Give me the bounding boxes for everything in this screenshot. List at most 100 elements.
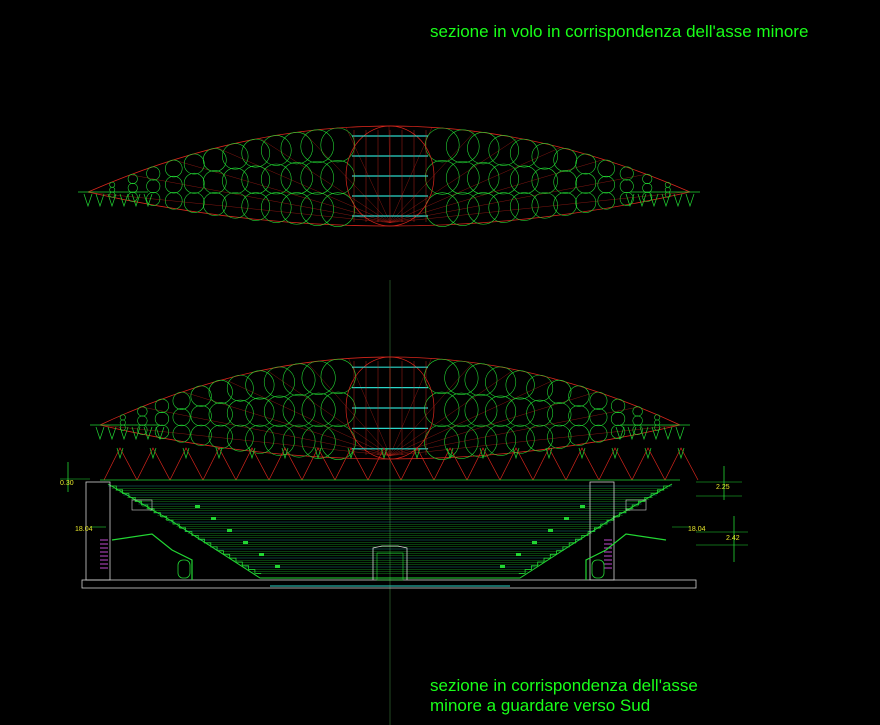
roof-cushion xyxy=(282,363,316,397)
roof-edge-support xyxy=(155,426,165,441)
roof-cushion xyxy=(424,424,460,460)
roof-cushion xyxy=(245,370,275,400)
roof-cushion xyxy=(190,405,212,427)
roof-cushion xyxy=(263,366,296,398)
roof-cushion xyxy=(597,192,616,210)
roof-edge-support xyxy=(637,193,647,208)
perimeter-truss xyxy=(103,447,138,481)
roof-cushion xyxy=(547,424,572,449)
perimeter-truss xyxy=(202,447,237,481)
roof-cushion xyxy=(664,186,671,193)
perimeter-column xyxy=(589,481,615,581)
stepped-stand-edge xyxy=(110,485,262,574)
roof-cushion xyxy=(488,135,520,166)
roof-cushion xyxy=(589,408,608,427)
roof-cable xyxy=(216,147,391,223)
roof-cushion xyxy=(137,415,148,426)
roof-cushion xyxy=(222,192,249,219)
perimeter-truss xyxy=(664,447,699,481)
roof-cushion xyxy=(484,395,517,427)
roof-cushion xyxy=(610,424,626,439)
roof-edge-support xyxy=(107,193,117,208)
roof-edge-support xyxy=(95,426,105,441)
concourse-room xyxy=(131,499,153,511)
roof-edge-support xyxy=(661,193,671,208)
roof-cushion xyxy=(632,406,643,417)
roof-cushion xyxy=(610,398,626,413)
roof-cushion xyxy=(632,415,643,426)
roof-cable xyxy=(389,358,432,456)
roof-cushion xyxy=(575,172,597,194)
roof-cushion xyxy=(568,405,590,427)
roof-cushion xyxy=(320,424,356,460)
roof-edge-support xyxy=(663,426,673,441)
roof-cushion xyxy=(119,419,126,426)
roof-cushion xyxy=(547,402,572,427)
roof-cable xyxy=(389,406,639,456)
roof-cushion xyxy=(575,192,597,213)
roof-cushion xyxy=(488,163,520,195)
roof-cable xyxy=(307,362,391,456)
roof-edge-support xyxy=(649,193,659,208)
vomitory xyxy=(227,529,232,532)
roof-cable xyxy=(389,137,519,223)
roof-cushion xyxy=(531,192,558,219)
roof-cushion xyxy=(245,397,275,427)
roof-cushion xyxy=(301,392,336,427)
vomitory xyxy=(211,517,216,520)
roof-cushion xyxy=(320,127,356,163)
stadium-cross-section xyxy=(60,447,748,589)
roof-cushion xyxy=(226,424,254,452)
roof-cable xyxy=(389,424,681,456)
roof-cushion xyxy=(320,192,356,227)
roof-cushion xyxy=(553,192,578,216)
roof-cushion xyxy=(531,143,558,170)
central-tunnel xyxy=(372,545,408,580)
roof-cushion xyxy=(241,192,271,221)
perimeter-truss xyxy=(268,447,303,481)
roof-cushion xyxy=(619,179,634,194)
truss-node xyxy=(446,447,454,460)
roof-cushion xyxy=(226,399,254,427)
roof-cushion xyxy=(183,172,205,194)
roof-cushion xyxy=(444,424,479,459)
truss-node xyxy=(644,447,652,460)
caption-bottom: sezione in corrispondenza dell'asse mino… xyxy=(430,676,698,716)
roof-cushion xyxy=(445,129,480,164)
roof-cushion xyxy=(154,411,170,426)
roof-cushion xyxy=(172,424,191,443)
roof-edge-support xyxy=(685,193,695,208)
roof-edge-support xyxy=(675,426,685,441)
roof-cushion xyxy=(172,408,191,427)
roof-cushion xyxy=(282,394,316,427)
roof-cushion xyxy=(320,358,356,395)
roof-cushion xyxy=(320,391,356,427)
roof-edge-support xyxy=(625,193,635,208)
roof-cushion xyxy=(127,182,138,193)
roof-lower-chord xyxy=(87,191,691,227)
vomitory xyxy=(532,541,537,544)
roof-cushion xyxy=(202,148,227,172)
roof-cushion xyxy=(464,394,498,427)
truss-node xyxy=(182,447,190,460)
roof-cable xyxy=(224,379,391,456)
roof-cushion xyxy=(654,419,661,426)
roof-cable xyxy=(87,192,391,223)
roof-edge-support xyxy=(673,193,683,208)
roof-cable xyxy=(389,173,648,223)
roof-edge-support xyxy=(119,426,129,441)
caption-top: sezione in volo in corrispondenza dell'a… xyxy=(430,22,809,41)
roof-cable xyxy=(389,369,515,456)
vomitory xyxy=(275,565,280,568)
roof-section-over-stadium xyxy=(90,356,690,460)
roof-cushion xyxy=(119,414,126,421)
roof-cable xyxy=(389,362,473,456)
stepped-stand-edge xyxy=(518,485,670,574)
internal-ramp xyxy=(111,533,193,580)
roof-cable xyxy=(389,379,556,456)
roof-cushion xyxy=(553,148,578,172)
roof-cushion xyxy=(208,424,233,449)
truss-node xyxy=(314,447,322,460)
truss-node xyxy=(248,447,256,460)
